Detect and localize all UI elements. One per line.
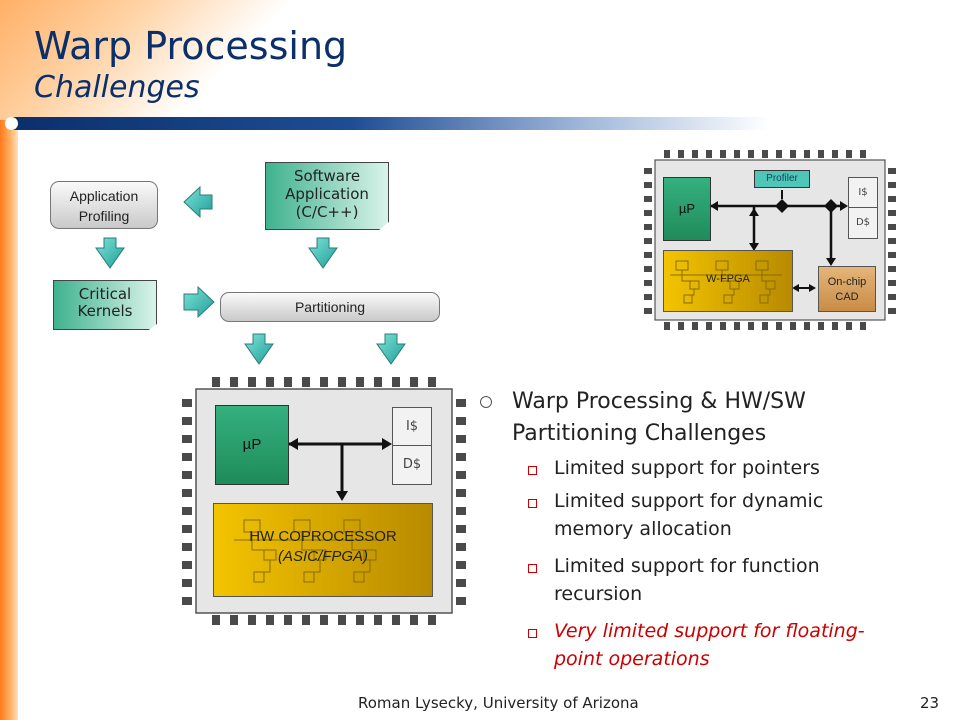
on-chip-cad-label-line2: CAD [835, 291, 859, 303]
critical-kernels-label-line1: Critical [78, 285, 132, 303]
critical-kernels-label-line2: Kernels [77, 302, 133, 320]
arrow-right-icon [183, 285, 215, 319]
slide-left-accent-bar [0, 0, 18, 720]
sub-bullet-line2: memory allocation [554, 518, 732, 540]
instruction-cache-block: I$ [392, 407, 432, 447]
warp-instruction-cache-label: I$ [858, 187, 868, 198]
profiler-label: Profiler [766, 173, 798, 184]
application-profiling-label-line1: Application [69, 188, 139, 204]
slide-title: Warp Processing [34, 24, 348, 68]
warp-processor-block: µP [663, 177, 711, 241]
sub-bullet-line2: recursion [554, 583, 643, 605]
sub-bullet-line1: Very limited support for floating- [554, 620, 865, 642]
software-application-label-line3: (C/C++) [295, 203, 359, 221]
slide-footer: Roman Lysecky, University of Arizona [358, 694, 639, 712]
warp-processor-chip: µP Profiler I$ D$ W-FPGA On-chip CAD [644, 150, 896, 330]
square-bullet-icon [528, 564, 537, 573]
software-application-box: Software Application (C/C++) [265, 162, 389, 230]
data-cache-label: D$ [402, 457, 422, 472]
main-bullet-line1: Warp Processing & HW/SW [512, 389, 806, 414]
instruction-cache-label: I$ [405, 419, 419, 434]
processor-block: µP [215, 405, 289, 485]
hw-sw-chip: µP I$ D$ HW COPROCESSOR (ASIC/FPGA) [182, 377, 466, 625]
critical-kernels-box: Critical Kernels [53, 280, 157, 330]
warp-data-cache-block: D$ [848, 207, 878, 239]
arrow-down-icon [244, 333, 274, 365]
square-bullet-icon [528, 499, 537, 508]
page-number: 23 [920, 694, 940, 712]
software-application-label-line2: Application [285, 185, 369, 203]
warp-instruction-cache-block: I$ [848, 177, 878, 209]
application-profiling-label-line2: Profiling [78, 208, 130, 224]
arrow-down-icon [376, 333, 406, 365]
sub-bullet-line2: point operations [554, 648, 710, 670]
on-chip-cad-label-line1: On-chip [827, 276, 867, 288]
application-profiling-box: Application Profiling [50, 181, 158, 229]
arrow-left-icon [183, 185, 213, 219]
partitioning-box: Partitioning [220, 292, 440, 322]
slide-subtitle: Challenges [34, 70, 200, 105]
on-chip-cad-block: On-chip CAD [818, 266, 876, 312]
slide-corner-gradient [0, 0, 300, 120]
arrow-down-icon [308, 237, 338, 269]
sub-bullet-line1: Limited support for function [554, 555, 820, 577]
sub-bullet-line1: Limited support for pointers [554, 457, 820, 479]
w-fpga-block: W-FPGA [663, 250, 793, 312]
circuit-pattern [234, 519, 384, 583]
warp-circuit-pattern [670, 260, 782, 304]
square-bullet-icon [528, 629, 537, 638]
arrow-down-icon [95, 237, 125, 269]
main-bullet-line2: Partitioning Challenges [512, 421, 767, 446]
w-fpga-label: W-FPGA [706, 273, 750, 285]
warp-data-cache-label: D$ [855, 217, 871, 228]
hw-coprocessor-label-line1: HW COPROCESSOR [249, 528, 397, 545]
software-application-label-line1: Software [293, 167, 361, 185]
partitioning-label: Partitioning [294, 299, 366, 315]
hw-coprocessor-block: HW COPROCESSOR (ASIC/FPGA) [213, 503, 433, 597]
warp-processor-label: µP [678, 201, 696, 216]
profiler-block: Profiler [754, 170, 810, 188]
hw-coprocessor-label-line2: (ASIC/FPGA) [277, 548, 368, 565]
processor-label: µP [242, 436, 262, 453]
square-bullet-icon [528, 466, 537, 475]
data-cache-block: D$ [392, 445, 432, 485]
main-bullet-marker-icon [480, 396, 492, 408]
title-underline-bar [10, 117, 770, 130]
sub-bullet-line1: Limited support for dynamic [554, 490, 824, 512]
title-underline-dot [5, 117, 18, 130]
